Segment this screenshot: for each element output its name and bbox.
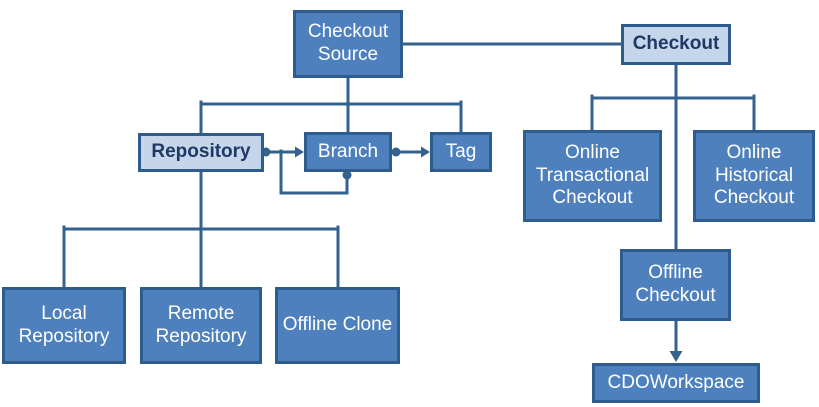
node-online-transactional-checkout: Online Transactional Checkout (523, 130, 662, 222)
node-checkout: Checkout (621, 24, 731, 65)
aggregation-dot-branch-to-tag (391, 147, 401, 157)
node-tag: Tag (430, 132, 492, 172)
node-label-repository: Repository (151, 141, 251, 163)
node-label-cdoworkspace: CDOWorkspace (607, 371, 745, 393)
node-label-online-transactional-checkout: Online Transactional Checkout (535, 141, 650, 209)
node-cdoworkspace: CDOWorkspace (592, 363, 760, 403)
node-online-historical-checkout: Online Historical Checkout (693, 130, 815, 222)
node-repository: Repository (138, 133, 264, 172)
node-local-repository: Local Repository (2, 287, 126, 364)
node-label-checkout: Checkout (632, 33, 720, 55)
node-label-online-historical-checkout: Online Historical Checkout (713, 141, 795, 209)
node-label-remote-repository: Remote Repository (155, 302, 247, 347)
node-label-tag: Tag (445, 140, 477, 162)
node-label-offline-clone: Offline Clone (282, 314, 393, 336)
node-label-offline-checkout: Offline Checkout (635, 262, 716, 306)
node-checkout-source: Checkout Source (293, 10, 403, 78)
arrowhead-icon-branch-to-tag (421, 146, 430, 158)
aggregation-dot-branch-self-loop (342, 170, 352, 180)
node-remote-repository: Remote Repository (140, 287, 262, 364)
node-label-checkout-source: Checkout Source (307, 21, 389, 65)
arrowhead-icon-repository-to-branch (295, 146, 304, 158)
node-branch: Branch (304, 132, 392, 172)
node-offline-clone: Offline Clone (275, 287, 400, 364)
node-label-local-repository: Local Repository (18, 302, 110, 347)
node-label-branch: Branch (317, 140, 379, 162)
node-offline-checkout: Offline Checkout (620, 249, 731, 321)
connector-branch-self-loop (279, 149, 349, 195)
arrowhead-icon-offline-checkout-to-cdoworkspace (669, 351, 683, 362)
